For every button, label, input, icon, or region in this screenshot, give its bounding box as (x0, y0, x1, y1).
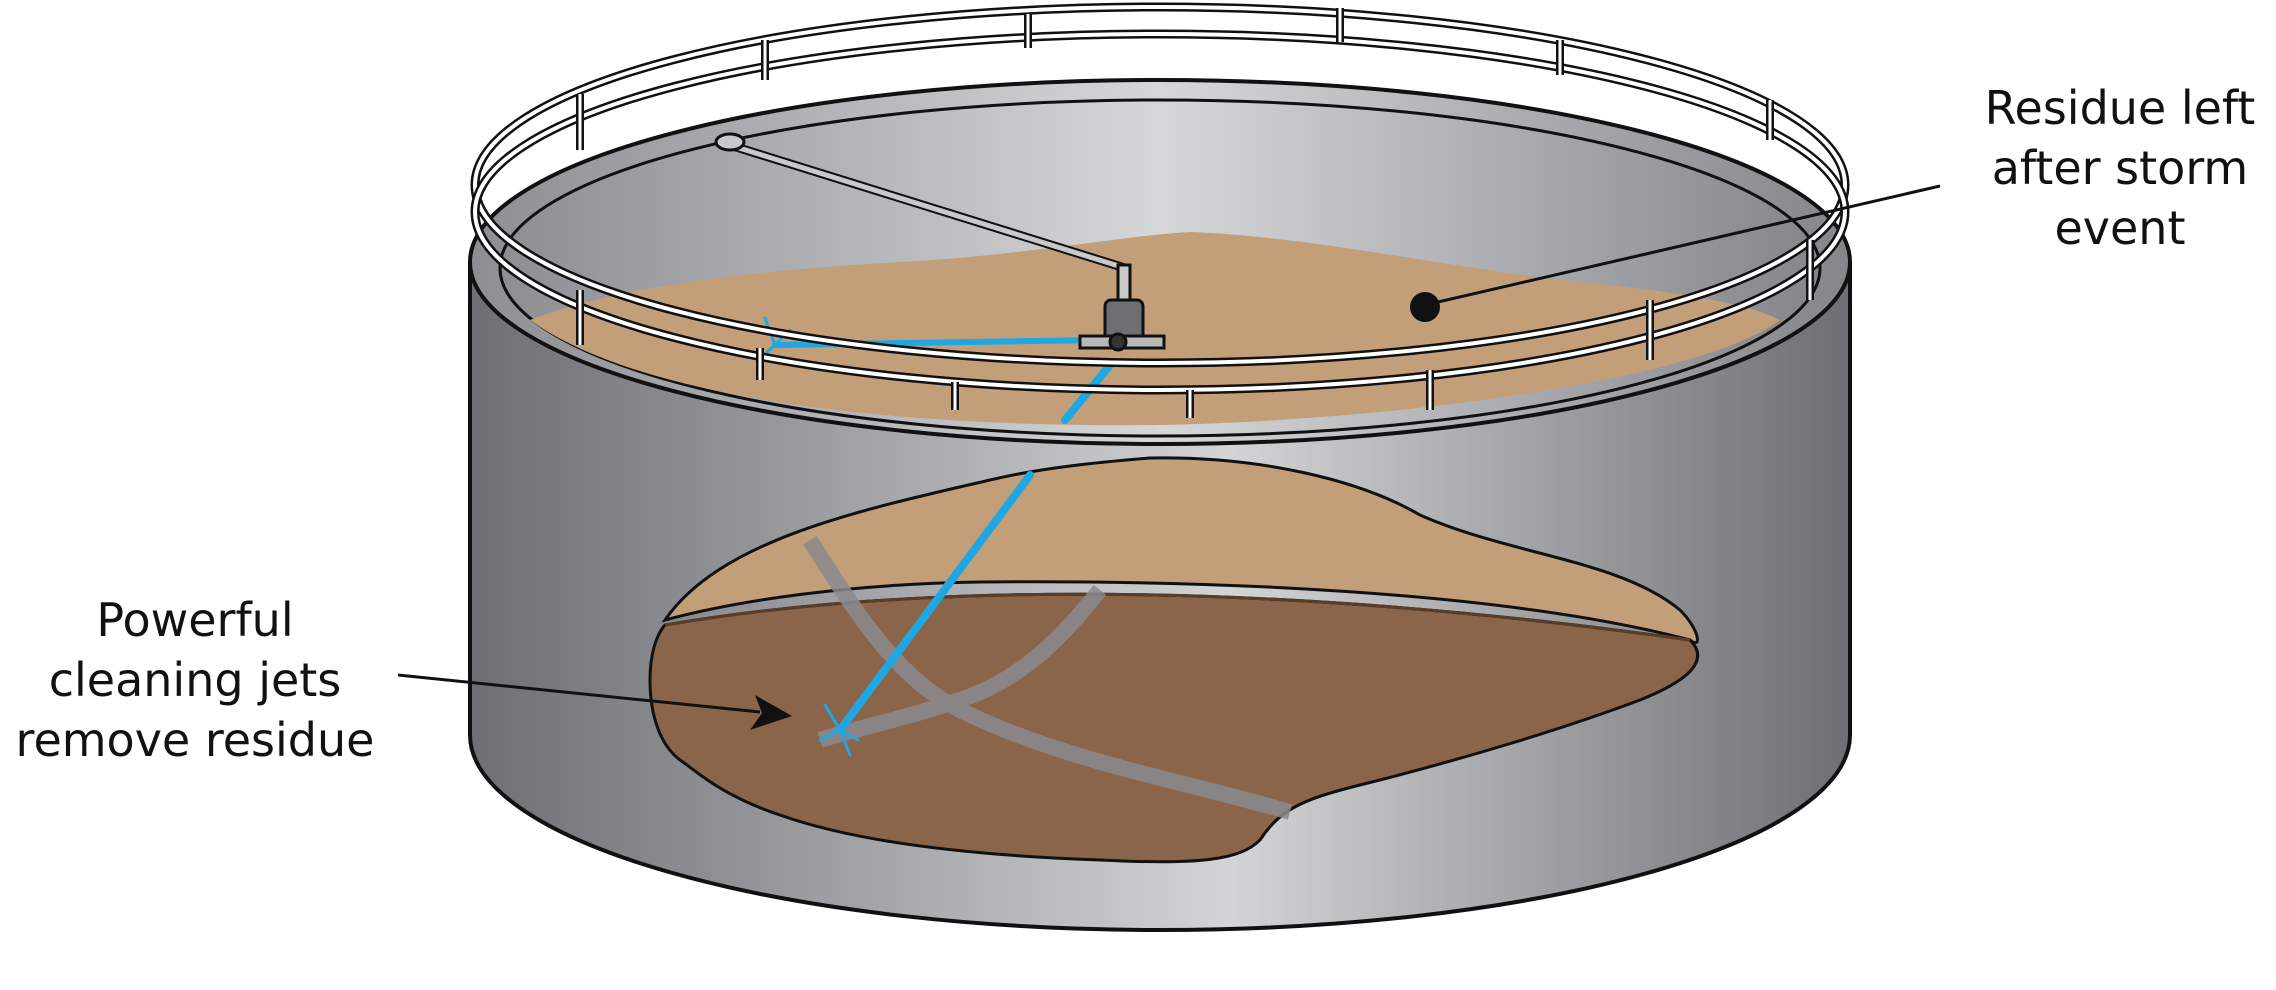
residue-annotation-line-2: after storm (1991, 141, 2249, 195)
jets-annotation-line-1: Powerful (96, 593, 294, 647)
surface-residue (530, 232, 1780, 426)
tank-railing (470, 2, 1850, 418)
internal-pipes (803, 535, 1293, 820)
residue-annotation: Residue left after storm event (1930, 78, 2276, 258)
jets-annotation-line-3: remove residue (15, 713, 375, 767)
jets-annotation: Powerful cleaning jets remove residue (0, 590, 390, 770)
callout-dot (1410, 292, 1440, 322)
jets-callout (397, 673, 792, 730)
residue-annotation-line-3: event (2054, 201, 2186, 255)
callout-arrowhead (750, 695, 792, 730)
residue-annotation-line-1: Residue left (1984, 81, 2256, 135)
cleaning-jets (756, 316, 1114, 757)
jet-spray-lower (818, 703, 860, 757)
cleaning-nozzle (714, 132, 1166, 352)
residue-callout (1410, 184, 1941, 322)
cutaway-residue (648, 456, 1700, 864)
jets-annotation-line-2: cleaning jets (48, 653, 342, 707)
